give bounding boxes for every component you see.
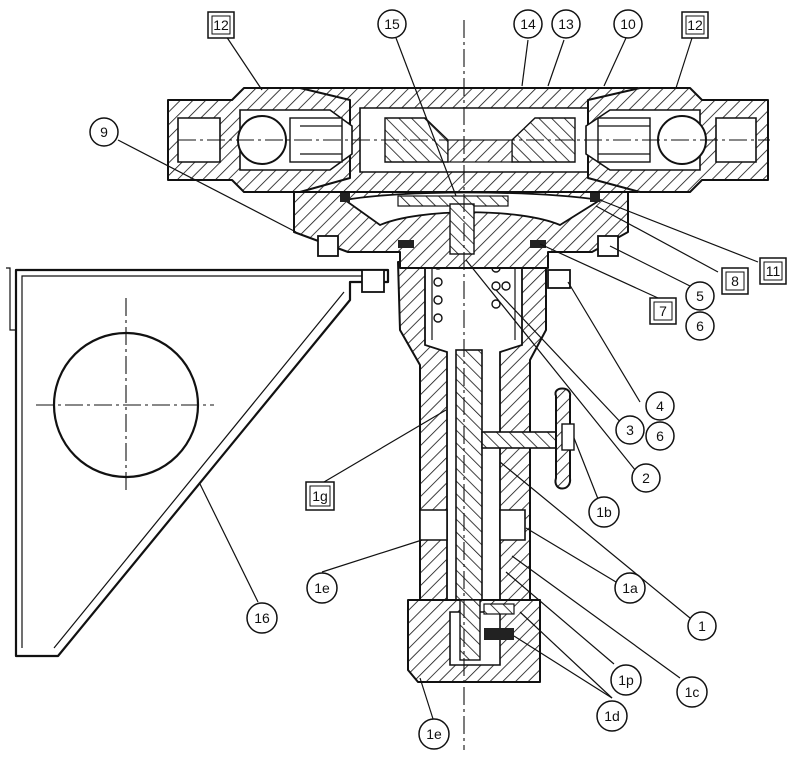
svg-text:12: 12: [687, 17, 703, 33]
callout-1b: 1b: [588, 496, 620, 528]
callout-1c: 1c: [676, 676, 708, 708]
callout-9: 9: [89, 117, 119, 147]
callout-1g: 1g: [305, 481, 335, 511]
svg-text:10: 10: [620, 16, 636, 32]
leader-lines: [117, 35, 759, 723]
callout-12-left: 12: [207, 11, 235, 39]
svg-text:1c: 1c: [685, 684, 700, 700]
callout-2: 2: [631, 463, 661, 493]
callout-15: 15: [377, 9, 407, 39]
svg-text:7: 7: [659, 303, 667, 319]
svg-text:3: 3: [626, 422, 634, 438]
svg-text:9: 9: [100, 124, 108, 140]
svg-text:1e: 1e: [426, 726, 442, 742]
inlet-nut: [407, 599, 541, 683]
svg-text:14: 14: [520, 16, 536, 32]
o-ring-seal-left: [340, 186, 350, 202]
svg-text:13: 13: [558, 16, 574, 32]
callout-6-lower: 6: [645, 421, 675, 451]
svg-text:1b: 1b: [596, 504, 612, 520]
svg-text:6: 6: [656, 428, 664, 444]
svg-text:1g: 1g: [312, 488, 328, 504]
svg-text:1a: 1a: [622, 580, 638, 596]
o-ring-seal-right: [590, 186, 600, 202]
svg-text:4: 4: [656, 398, 664, 414]
callout-10: 10: [613, 9, 643, 39]
callout-6-upper: 6: [685, 311, 715, 341]
callout-1p: 1p: [610, 664, 642, 696]
callout-8: 8: [721, 267, 749, 295]
callout-16: 16: [246, 602, 278, 634]
callout-12-right: 12: [681, 11, 709, 39]
svg-text:1e: 1e: [314, 580, 330, 596]
svg-text:1d: 1d: [604, 708, 620, 724]
callout-7: 7: [649, 297, 677, 325]
svg-text:8: 8: [731, 273, 739, 289]
callout-13: 13: [551, 9, 581, 39]
callout-4: 4: [645, 391, 675, 421]
callout-5: 5: [685, 281, 715, 311]
callout-1e-upper: 1e: [306, 572, 338, 604]
svg-text:15: 15: [384, 16, 400, 32]
callout-1e-lower: 1e: [418, 718, 450, 750]
svg-text:2: 2: [642, 470, 650, 486]
svg-text:1p: 1p: [618, 672, 634, 688]
svg-text:1: 1: [698, 618, 706, 634]
callout-14: 14: [513, 9, 543, 39]
svg-text:12: 12: [213, 17, 229, 33]
svg-text:6: 6: [696, 318, 704, 334]
svg-text:5: 5: [696, 288, 704, 304]
hand-valve: [481, 387, 575, 490]
callouts: 12 15 14 13 10 12 9 11: [89, 9, 787, 750]
callout-3: 3: [615, 415, 645, 445]
callout-1: 1: [687, 611, 717, 641]
svg-text:11: 11: [766, 263, 781, 279]
callout-1d: 1d: [596, 700, 628, 732]
upper-housing: [293, 186, 629, 293]
callout-1a: 1a: [614, 572, 646, 604]
svg-text:16: 16: [254, 610, 270, 626]
callout-11: 11: [759, 257, 787, 285]
